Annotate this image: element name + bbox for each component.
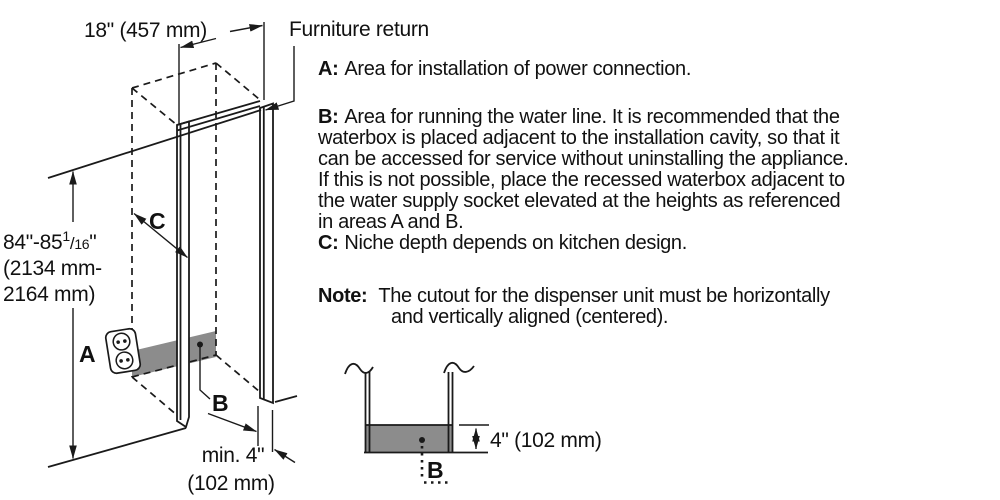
note-prefix: Note: <box>318 285 368 307</box>
legend-a-text: Area for installation of power connectio… <box>344 58 692 80</box>
min-dimension-label-line2: (102 mm) <box>187 472 274 495</box>
height-dimension-label-line1: 84"-851/16" <box>3 228 96 254</box>
legend-a-prefix: A: <box>318 58 339 80</box>
power-outlet-icon <box>104 327 142 375</box>
furniture-return-leader: Furniture return <box>265 18 429 111</box>
furniture-return-panel <box>259 102 274 405</box>
height-dimension-label-line2: (2134 mm- <box>3 257 102 280</box>
depth-dimension: C <box>133 208 188 259</box>
section-area-b-label: B <box>427 457 443 483</box>
legend-item-b-and-c: B:Area for running the water line. It is… <box>318 106 849 254</box>
wall-and-floor-lines <box>47 100 298 468</box>
cavity-dashed-outline <box>131 62 261 417</box>
legend-c-prefix: C: <box>318 232 339 254</box>
dispenser-cutout-section-view: 4" (102 mm) B <box>344 362 602 484</box>
section-depth-dimension-label: 4" (102 mm) <box>490 429 602 452</box>
water-line-area <box>132 331 216 377</box>
area-b-label: B <box>212 390 228 416</box>
area-c-label: C <box>149 208 165 234</box>
wall-break-squiggle-right <box>443 362 475 374</box>
side-panel <box>176 120 190 429</box>
min-return-depth-dimension: min. 4" (102 mm) <box>187 406 296 495</box>
legend-item-a: A:Area for installation of power connect… <box>318 59 691 80</box>
height-dimension-label-line3: 2164 mm) <box>3 283 95 306</box>
width-dimension: 18" (457 mm) <box>84 19 265 124</box>
furniture-return-label: Furniture return <box>289 18 429 41</box>
legend-b-prefix: B: <box>318 106 339 128</box>
area-b-leader: B <box>197 341 229 416</box>
height-dimension: 84"-851/16" (2134 mm- 2164 mm) <box>3 171 102 459</box>
width-dimension-label: 18" (457 mm) <box>84 19 207 42</box>
min-dimension-label-line1: min. 4" <box>202 444 265 467</box>
wall-break-squiggle-left <box>344 363 374 375</box>
area-a-label: A <box>79 341 95 367</box>
legend-c-text: Niche depth depends on kitchen design. <box>344 232 687 254</box>
note-block: Note:The cutout for the dispenser unit m… <box>318 285 830 328</box>
